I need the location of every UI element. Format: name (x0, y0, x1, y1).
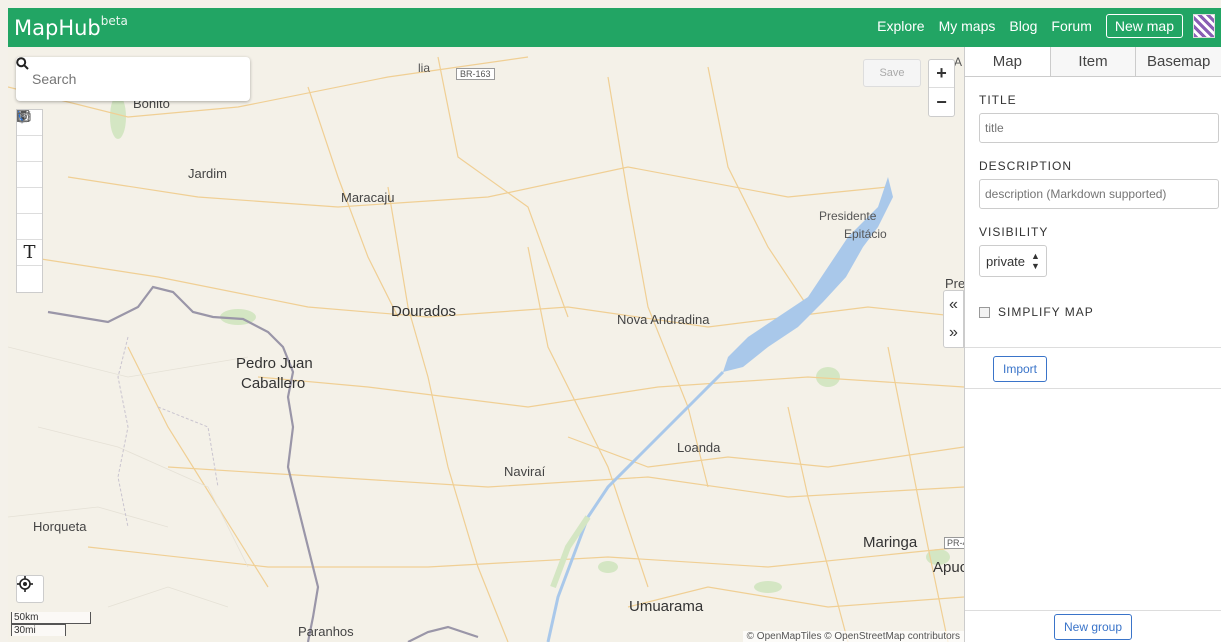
divider (965, 388, 1221, 389)
import-row: Import (965, 348, 1221, 382)
select-arrows-icon: ▲▼ (1031, 251, 1040, 271)
maphub-logo[interactable]: MapHubbeta (14, 14, 128, 40)
zoom-out-button[interactable]: − (936, 91, 947, 112)
forest-area (598, 561, 618, 573)
import-button[interactable]: Import (993, 356, 1048, 382)
nav-forum[interactable]: Forum (1051, 18, 1092, 34)
place-label: Epitácio (844, 227, 887, 241)
map-settings-form: TITLE DESCRIPTION VISIBILITY private ▲▼ … (965, 93, 1221, 319)
text-icon: T (23, 242, 36, 263)
minor-roads (8, 346, 249, 608)
river-island (550, 515, 591, 589)
double-chevron-left-icon: « (949, 296, 958, 313)
marker-tool[interactable] (17, 110, 42, 188)
place-label: Presidente (819, 209, 877, 223)
place-label: Nova Andradina (617, 312, 710, 327)
place-label: Jardim (188, 166, 228, 181)
beta-tag: beta (100, 14, 128, 28)
place-label: A (954, 55, 963, 69)
divider (965, 347, 1221, 348)
locate-icon (17, 576, 33, 592)
save-button[interactable]: Save (863, 59, 921, 87)
title-label: TITLE (979, 93, 1017, 107)
parana-river (723, 177, 893, 372)
place-label: Horqueta (33, 519, 87, 534)
visibility-label: VISIBILITY (979, 225, 1049, 239)
place-label: Naviraí (504, 464, 546, 479)
place-label: Apuc (933, 559, 964, 576)
text-tool[interactable]: T (17, 240, 42, 266)
map-canvas[interactable]: Bonito lia BR-163 Jardim Maracaju Presid… (8, 47, 964, 642)
double-chevron-right-icon: » (949, 324, 958, 341)
search-icon (16, 57, 29, 70)
nav-blog[interactable]: Blog (1009, 18, 1038, 34)
place-label: lia (418, 61, 431, 75)
forest-area (754, 581, 782, 593)
panel-footer: New group (965, 610, 1221, 642)
road-shield: BR-163 (456, 68, 495, 80)
draw-toolbar: T (16, 109, 43, 293)
parana-river-south (546, 370, 725, 642)
user-avatar[interactable] (1193, 14, 1215, 38)
road-network (8, 56, 964, 642)
nav-my-maps[interactable]: My maps (938, 18, 996, 34)
place-label: Paranhos (298, 624, 354, 639)
description-label: DESCRIPTION (979, 159, 1073, 173)
nav-explore[interactable]: Explore (877, 18, 925, 34)
zoom-in-button[interactable]: + (929, 60, 954, 88)
search-input[interactable] (32, 71, 212, 87)
tab-basemap[interactable]: Basemap (1135, 47, 1221, 76)
map-base-layer (8, 56, 964, 642)
simplify-map-checkbox[interactable]: SIMPLIFY MAP (979, 305, 1207, 319)
place-label: Loanda (677, 440, 721, 455)
photo-tool[interactable] (17, 111, 42, 292)
brand-name: MapHub (14, 16, 101, 40)
top-navbar: MapHubbeta Explore My maps Blog Forum Ne… (8, 8, 1221, 47)
expand-panel-button[interactable]: » (944, 319, 963, 347)
country-border (47, 285, 479, 642)
panel-toggle: « » (943, 290, 964, 348)
main-nav: Explore My maps Blog Forum New map (863, 14, 1215, 38)
title-input[interactable] (979, 113, 1219, 143)
forest-area (816, 367, 840, 387)
description-input[interactable] (979, 179, 1219, 209)
locate-button[interactable] (16, 575, 44, 603)
checkbox-box[interactable] (979, 306, 990, 318)
place-label: Pre (945, 276, 964, 291)
collapse-panel-button[interactable]: « (944, 291, 963, 319)
map-attribution[interactable]: © OpenMapTiles © OpenStreetMap contribut… (742, 631, 964, 642)
place-label: Dourados (391, 303, 457, 320)
tab-item[interactable]: Item (1049, 47, 1136, 76)
scale-km: 50km (11, 612, 91, 624)
simplify-map-label: SIMPLIFY MAP (998, 305, 1094, 319)
camera-icon (17, 111, 31, 122)
visibility-select[interactable]: private ▲▼ (979, 245, 1047, 277)
line-tool[interactable] (17, 110, 42, 214)
polyline-icon (17, 110, 31, 122)
place-label: Caballero (241, 375, 306, 392)
scale-mi: 30mi (11, 624, 66, 636)
zoom-control: + − (928, 59, 955, 117)
place-label: Pedro Juan (236, 355, 313, 372)
visibility-value: private (986, 253, 1026, 269)
edit-tool[interactable] (17, 110, 42, 162)
new-group-button[interactable]: New group (1053, 613, 1133, 640)
new-map-button[interactable]: New map (1105, 14, 1183, 38)
state-border (117, 336, 219, 528)
panel-tabs: Map Item Basemap (965, 47, 1221, 77)
side-panel: Map Item Basemap TITLE DESCRIPTION VISIB… (964, 47, 1221, 642)
place-label: Umuarama (629, 598, 704, 615)
place-label: Maracaju (341, 190, 395, 205)
polygon-tool[interactable] (17, 110, 42, 240)
forest-area (926, 549, 950, 565)
place-label: Maringa (863, 534, 918, 551)
road-shield: PR-4 (944, 537, 964, 549)
search-box[interactable] (16, 57, 250, 101)
tab-map[interactable]: Map (965, 47, 1050, 76)
forest-area (110, 95, 126, 139)
map-scale: 50km 30mi (11, 612, 91, 636)
